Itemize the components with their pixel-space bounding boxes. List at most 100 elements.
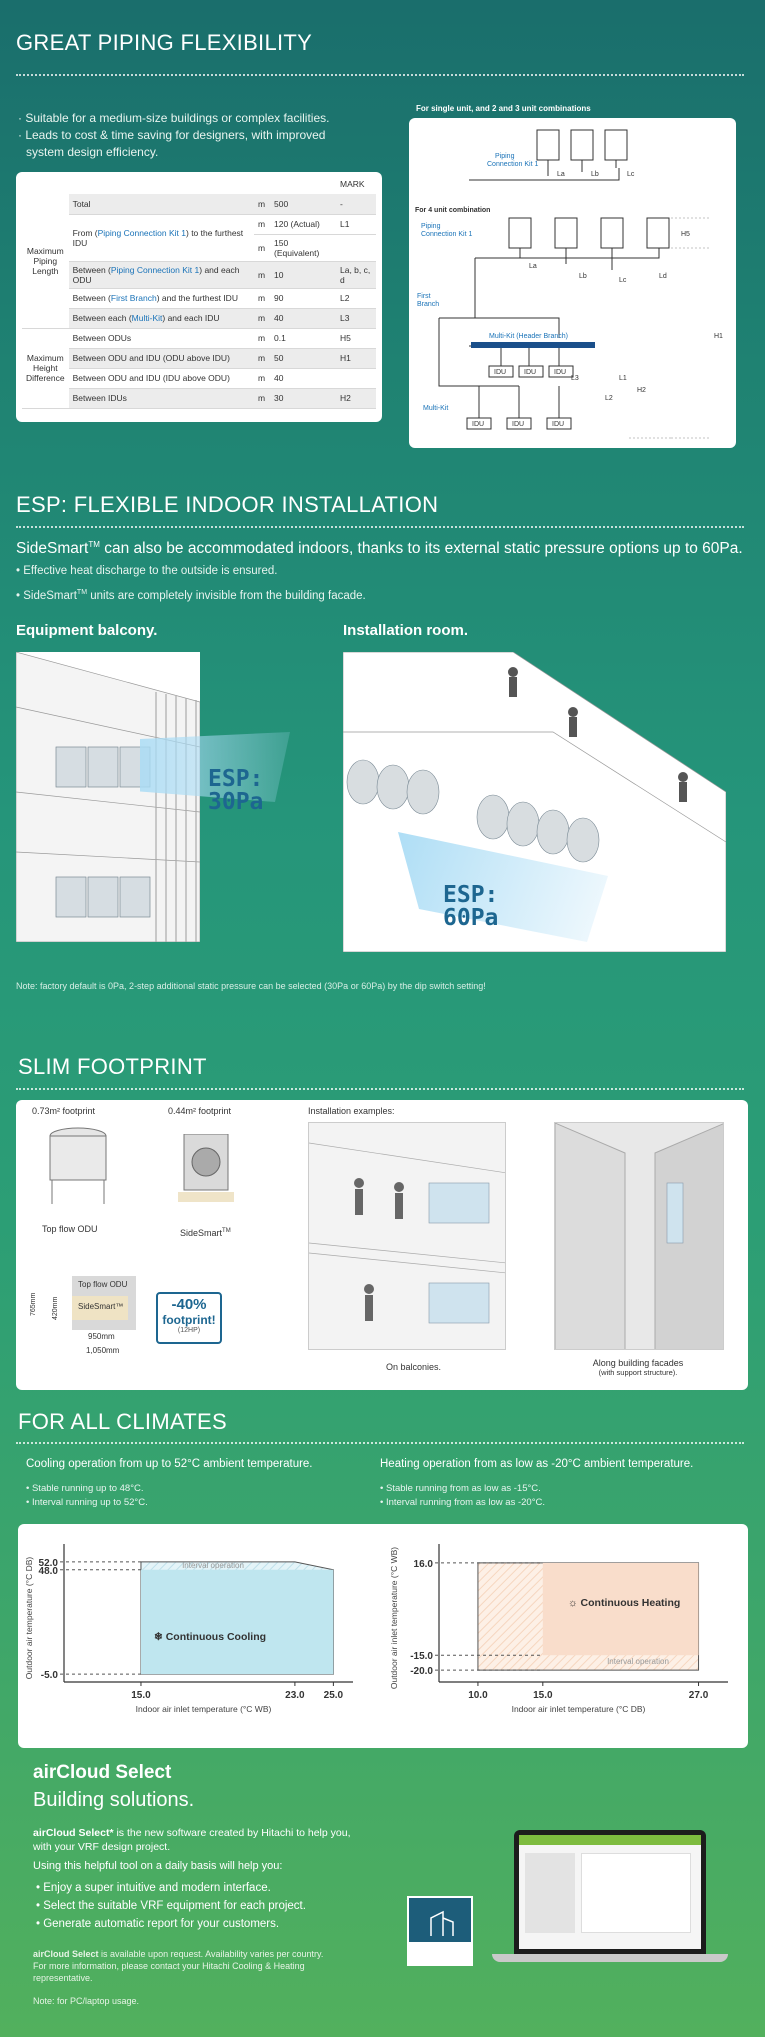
x-tick-label: 10.0 (468, 1690, 488, 1701)
y-tick-label: -15.0 (410, 1651, 433, 1662)
x-tick-label: 27.0 (689, 1690, 709, 1701)
esp-note: Note: factory default is 0Pa, 2-step add… (16, 981, 486, 991)
heat-b2: • Interval running from as low as -20°C. (380, 1497, 545, 1508)
odu-group-4 (508, 217, 670, 249)
x-tick-label: 23.0 (285, 1690, 305, 1701)
fp2-label: 0.44m² footprint (168, 1106, 232, 1116)
x-tick-label: 15.0 (533, 1690, 553, 1701)
svg-text:Connection Kit 1: Connection Kit 1 (487, 161, 538, 168)
room-title: Installation room. (343, 622, 469, 639)
esp-title: ESP: FLEXIBLE INDOOR INSTALLATION (16, 492, 439, 517)
slim-card: 0.73m² footprint 0.44m² footprint Instal… (16, 1100, 748, 1390)
piping-diagram: Piping Connection Kit 1 La Lb Lc For 4 u… (415, 129, 723, 439)
cool-head: Cooling operation from up to 52°C ambien… (26, 1458, 313, 1470)
people-silhouettes (508, 667, 688, 802)
y-tick-label: 48.0 (39, 1566, 59, 1577)
facades-caption: Along building facades (with support str… (592, 1358, 684, 1377)
svg-text:L2: L2 (605, 395, 613, 402)
header-branch-bar (471, 342, 595, 348)
svg-text:Piping: Piping (421, 223, 441, 230)
aircloud-availability: airCloud Select is available upon reques… (33, 1949, 324, 1983)
svg-text:Multi-Kit: Multi-Kit (423, 405, 448, 412)
svg-text:H1: H1 (714, 333, 723, 340)
odu-group-top (536, 129, 628, 161)
esp-30-label: ESP:30Pa (208, 766, 264, 815)
svg-text:Multi-Kit (Header Branch): Multi-Kit (Header Branch) (489, 333, 568, 340)
continuous-region (140, 1569, 334, 1675)
svg-text:Lc: Lc (619, 277, 627, 284)
row-label: Between (Piping Connection Kit 1) and ea… (68, 261, 254, 289)
svg-text:La: La (557, 171, 565, 178)
svg-text:IDU: IDU (524, 369, 536, 376)
aircloud-list: • Enjoy a super intuitive and modern int… (36, 1879, 306, 1933)
odu-row (346, 759, 600, 863)
odu-unit-icon (604, 129, 628, 161)
interval-label: Interval operation (607, 1657, 669, 1666)
sidesmart-label: SideSmartTM (180, 1228, 231, 1238)
aircloud-p1: airCloud Select* is the new software cre… (33, 1827, 351, 1853)
x-tick-label: 15.0 (131, 1690, 151, 1701)
svg-text:IDU: IDU (512, 421, 524, 428)
svg-text:H5: H5 (681, 231, 690, 238)
divider (16, 74, 744, 76)
bullet-3: system design efficiency. (26, 145, 159, 159)
fp1-label: 0.73m² footprint (32, 1106, 96, 1116)
balcony-title: Equipment balcony. (16, 622, 158, 639)
svg-text:Lb: Lb (591, 171, 599, 178)
svg-text:Branch: Branch (417, 301, 439, 308)
climates-title: FOR ALL CLIMATES (18, 1409, 227, 1434)
piping-diagram-card: Piping Connection Kit 1 La Lb Lc For 4 u… (409, 118, 736, 448)
balcony-example-image (308, 1122, 506, 1350)
x-tick-label: 25.0 (324, 1690, 344, 1701)
y-tick-label: 52.0 (39, 1558, 59, 1569)
balconies-caption: On balconies. (386, 1362, 442, 1372)
bullet-2: · Leads to cost & time saving for design… (18, 128, 326, 142)
row-label: Between each (Multi-Kit) and each IDU (68, 308, 254, 329)
dim-1050: 1,050mm (86, 1346, 120, 1355)
svg-text:For 4 unit combination: For 4 unit combination (415, 207, 490, 214)
y-tick-label: 16.0 (414, 1559, 434, 1570)
install-label: Installation examples: (308, 1106, 395, 1116)
row-label: Total (68, 194, 254, 215)
piping-bullets: · Suitable for a medium-size buildings o… (18, 110, 398, 161)
odu-unit-icon (570, 129, 594, 161)
continuous-label: ❄ Continuous Cooling (154, 1631, 266, 1643)
idu-row-1 (488, 365, 574, 378)
dim-765: 765mm (30, 1292, 37, 1316)
svg-text:Lc: Lc (627, 171, 635, 178)
airflow-30 (140, 732, 290, 802)
idu-row-2 (466, 417, 572, 430)
bullet-1: · Suitable for a medium-size buildings o… (18, 111, 330, 125)
aircloud-p2: Using this helpful tool on a daily basis… (33, 1860, 283, 1872)
dim-420: 420mm (52, 1296, 59, 1320)
y-tick-label: -20.0 (410, 1666, 433, 1677)
cool-b2: • Interval running up to 52°C. (26, 1497, 148, 1508)
topflow-odu-icon (49, 1127, 107, 1204)
y-tick-label: -5.0 (41, 1670, 59, 1681)
cool-b1: • Stable running up to 48°C. (26, 1483, 144, 1494)
svg-text:IDU: IDU (494, 369, 506, 376)
sidesmart-icon (178, 1134, 234, 1202)
x-axis-label: Indoor air inlet temperature (°C WB) (136, 1704, 272, 1714)
odu-stack-top (55, 746, 151, 788)
svg-text:First: First (417, 293, 431, 300)
row-label: Between ODU and IDU (ODU above IDU) (68, 348, 254, 369)
svg-text:IDU: IDU (554, 369, 566, 376)
svg-text:L3: L3 (571, 375, 579, 382)
topflow-label: Top flow ODU (42, 1224, 98, 1234)
slim-title: SLIM FOOTPRINT (18, 1054, 207, 1079)
divider (16, 1088, 744, 1090)
svg-text:Ld: Ld (659, 273, 667, 280)
aircloud-item: • Select the suitable VRF equipment for … (36, 1900, 306, 1912)
esp-bullet-1: • Effective heat discharge to the outsid… (16, 565, 278, 577)
heat-b1: • Stable running from as low as -15°C. (380, 1483, 541, 1494)
continuous-region (542, 1562, 699, 1656)
dim-950: 950mm (88, 1332, 115, 1341)
y-axis-label: Outdoor air temperature (°C DB) (24, 1557, 34, 1680)
odu-stack-bottom (55, 876, 151, 918)
svg-text:Piping: Piping (495, 153, 515, 160)
